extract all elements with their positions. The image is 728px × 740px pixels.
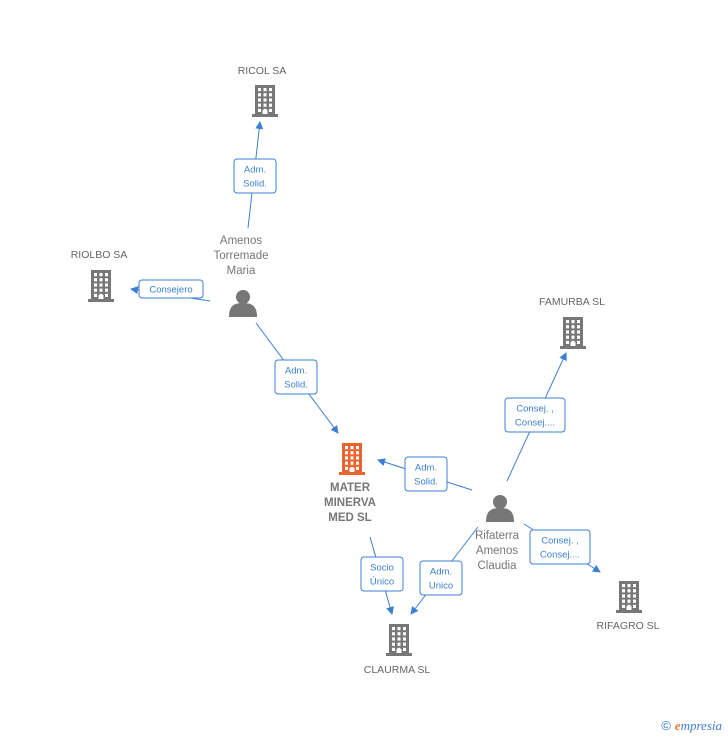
edge-label-text: Unico bbox=[429, 581, 453, 592]
edge-label-text: Adm. bbox=[415, 463, 437, 474]
edge-label-text: Adm. bbox=[244, 165, 266, 176]
edge-label-box[interactable] bbox=[504, 397, 566, 433]
building-icon bbox=[88, 270, 114, 302]
brand-name: mpresia bbox=[680, 718, 722, 733]
node-riolbo[interactable]: RIOLBO SA bbox=[71, 249, 128, 302]
edge-label-box[interactable] bbox=[274, 359, 318, 395]
node-label: Torremade bbox=[214, 250, 269, 262]
node-label: MINERVA bbox=[324, 497, 376, 509]
edge-label-text: Solid. bbox=[284, 380, 308, 391]
edge-amenos-mater: Adm. Solid. bbox=[255, 322, 339, 434]
edge-label-text: Único bbox=[370, 577, 394, 588]
brand-footer: ©empresia bbox=[661, 718, 722, 734]
node-ricol[interactable]: RICOL SA bbox=[238, 65, 287, 117]
building-icon bbox=[339, 443, 365, 475]
edge-label-text: Adm. bbox=[430, 567, 452, 578]
edge-label-text: Solid. bbox=[243, 179, 267, 190]
edge-rifaterra-claurma: Adm. Unico bbox=[410, 526, 479, 615]
building-icon bbox=[386, 624, 412, 656]
building-icon bbox=[616, 581, 642, 613]
brand-logo-e: e bbox=[674, 718, 681, 733]
node-label: RIFAGRO SL bbox=[596, 620, 659, 632]
node-label: MATER bbox=[330, 482, 371, 494]
node-rifagro[interactable]: RIFAGRO SL bbox=[596, 581, 660, 632]
edge-rifaterra-famurba: Consej. , Consej.... bbox=[504, 352, 567, 482]
edge-label-box[interactable] bbox=[360, 556, 404, 592]
edge-label-text: Adm. bbox=[285, 366, 307, 377]
node-mater[interactable]: MATER MINERVA MED SL bbox=[324, 443, 376, 524]
edge-label-box[interactable] bbox=[404, 456, 448, 492]
edge-label-box[interactable] bbox=[138, 279, 204, 299]
edge-rifaterra-mater: Adm. Solid. bbox=[377, 456, 473, 492]
person-icon bbox=[229, 290, 257, 317]
edge-label-text: Consej. , bbox=[541, 536, 579, 547]
edge-label-text: Solid. bbox=[414, 477, 438, 488]
edge-label-text: Socio bbox=[370, 563, 394, 574]
edge-label-text: Consej. , bbox=[516, 404, 554, 415]
building-icon bbox=[560, 317, 586, 349]
edge-rifaterra-rifagro: Consej. , Consej.... bbox=[523, 523, 601, 573]
node-label: Claudia bbox=[478, 560, 518, 572]
node-famurba[interactable]: FAMURBA SL bbox=[539, 296, 605, 349]
edge-label-box[interactable] bbox=[233, 158, 277, 194]
node-label: FAMURBA SL bbox=[539, 296, 605, 308]
person-icon bbox=[486, 495, 514, 522]
edge-amenos-riolbo: Consejero bbox=[130, 279, 211, 302]
node-label: RICOL SA bbox=[238, 65, 287, 77]
edge-amenos-ricol: Adm. Solid. bbox=[233, 121, 277, 229]
node-label: CLAURMA SL bbox=[364, 664, 431, 676]
building-icon bbox=[252, 85, 278, 117]
node-label: MED SL bbox=[328, 512, 371, 524]
node-label: Amenos bbox=[220, 235, 262, 247]
node-label: RIOLBO SA bbox=[71, 249, 128, 261]
node-label: Maria bbox=[227, 265, 256, 277]
copyright-symbol: © bbox=[661, 718, 671, 733]
edge-label-text: Consej.... bbox=[515, 418, 555, 429]
node-claurma[interactable]: CLAURMA SL bbox=[364, 624, 431, 676]
edge-label-text: Consej.... bbox=[540, 550, 580, 561]
edge-label-box[interactable] bbox=[529, 529, 591, 565]
node-label: Rifaterra bbox=[475, 530, 520, 542]
node-label: Amenos bbox=[476, 545, 518, 557]
edge-label-box[interactable] bbox=[419, 560, 463, 596]
edge-label-text: Consejero bbox=[149, 285, 192, 296]
